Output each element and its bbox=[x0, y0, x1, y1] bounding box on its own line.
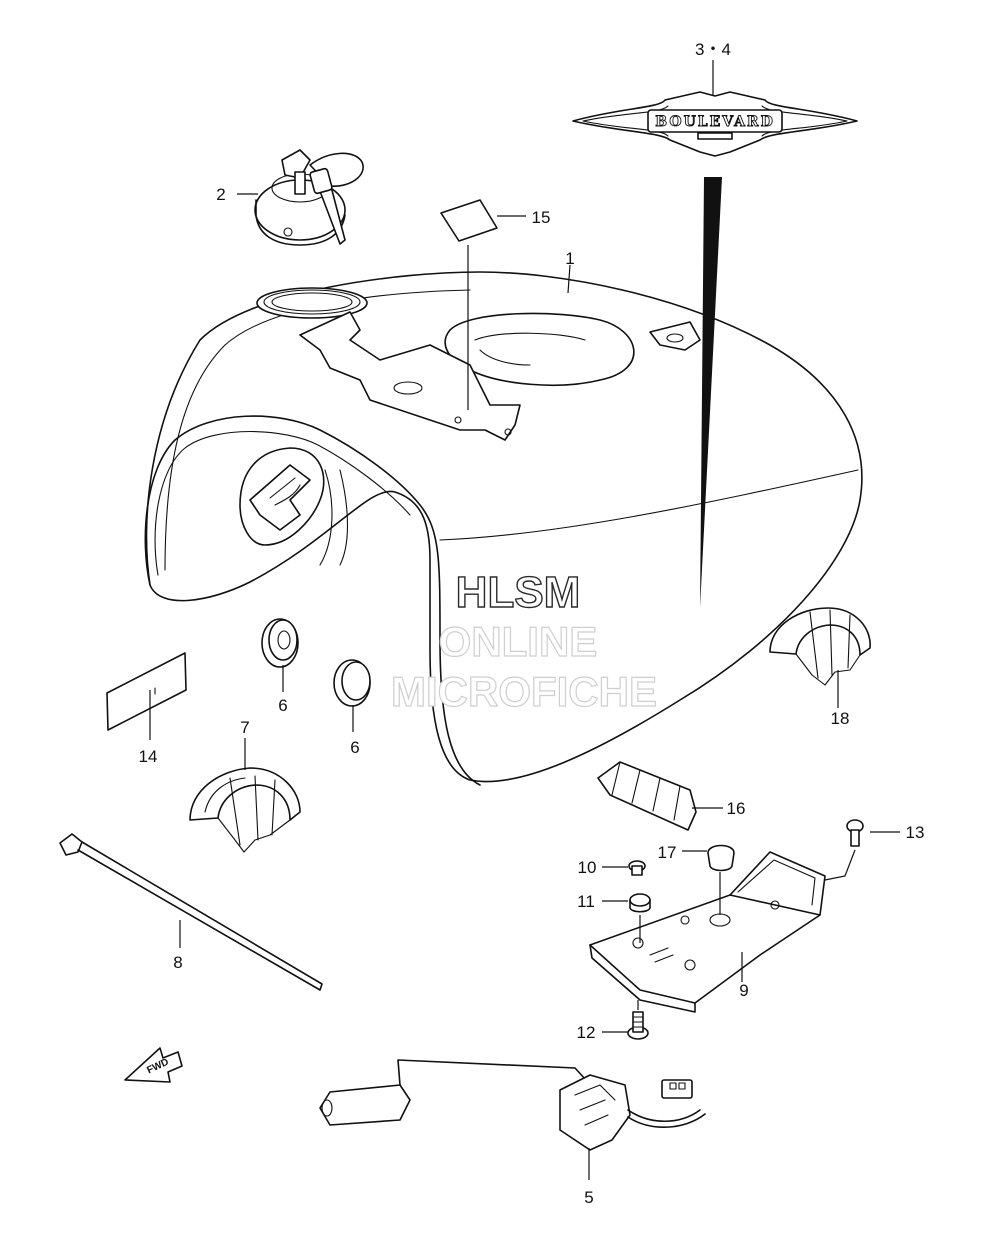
bolt-10 bbox=[628, 860, 646, 876]
fuel-tank bbox=[144, 271, 863, 786]
callout-numbers: 1 2 3・4 5 6 6 7 8 9 10 11 12 13 14 15 16… bbox=[139, 40, 925, 1207]
callout-2: 2 bbox=[216, 185, 225, 204]
callout-17: 17 bbox=[658, 843, 677, 862]
fwd-arrow: FWD bbox=[124, 1047, 183, 1083]
bolt-13 bbox=[846, 819, 864, 847]
grommet-6b bbox=[333, 659, 371, 707]
callout-9: 9 bbox=[739, 981, 748, 1000]
callout-6a: 6 bbox=[278, 696, 287, 715]
callout-5: 5 bbox=[584, 1188, 593, 1207]
fuel-level-sender-5 bbox=[319, 1059, 706, 1151]
cushion-18 bbox=[769, 607, 871, 686]
emblem-text: BOULEVARD bbox=[655, 114, 774, 130]
callout-13: 13 bbox=[906, 823, 925, 842]
callout-3-4: 3・4 bbox=[695, 40, 731, 59]
boulevard-emblem: BOULEVARD bbox=[572, 91, 858, 157]
watermark: HLSM ONLINE MICROFICHE bbox=[390, 567, 657, 715]
watermark-line2: ONLINE bbox=[439, 618, 598, 665]
callout-15: 15 bbox=[532, 208, 551, 227]
callout-12: 12 bbox=[577, 1023, 596, 1042]
callout-8: 8 bbox=[173, 953, 182, 972]
emblem-guide-wedge bbox=[700, 177, 722, 608]
callout-7: 7 bbox=[240, 718, 249, 737]
fuel-cap bbox=[254, 149, 364, 246]
collar-11 bbox=[629, 893, 651, 913]
bolt-12 bbox=[627, 1011, 649, 1040]
label-14 bbox=[106, 652, 187, 731]
grommet-6a bbox=[261, 618, 299, 668]
cable-tie-8 bbox=[59, 833, 323, 991]
leader-lines bbox=[149, 60, 900, 1180]
callout-6b: 6 bbox=[350, 738, 359, 757]
watermark-line3: MICROFICHE bbox=[391, 668, 657, 715]
label-15 bbox=[440, 199, 498, 242]
callout-18: 18 bbox=[831, 709, 850, 728]
pad-16 bbox=[597, 761, 697, 831]
bracket-9 bbox=[589, 851, 826, 1013]
damper-17 bbox=[707, 844, 735, 872]
cushion-7 bbox=[189, 767, 301, 853]
callout-11: 11 bbox=[577, 892, 595, 911]
callout-16: 16 bbox=[727, 799, 746, 818]
callout-1: 1 bbox=[565, 249, 574, 268]
callout-14: 14 bbox=[139, 747, 158, 766]
callout-10: 10 bbox=[578, 858, 597, 877]
watermark-line1: HLSM bbox=[456, 568, 581, 617]
